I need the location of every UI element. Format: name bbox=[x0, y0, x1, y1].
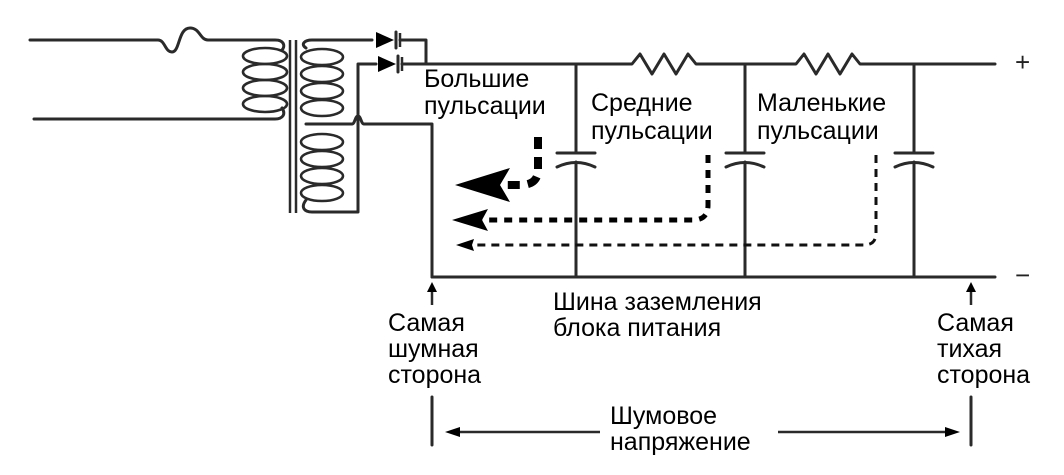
small-ripple-label-line1: Маленькие bbox=[757, 89, 886, 117]
minus-terminal-label: − bbox=[1015, 260, 1030, 290]
capacitor-1 bbox=[555, 62, 597, 279]
transformer-primary-coil bbox=[241, 46, 289, 114]
diode-2-icon bbox=[378, 56, 396, 72]
plus-terminal-label: + bbox=[1015, 47, 1030, 77]
right-arrow-icon bbox=[945, 427, 960, 437]
diode-1 bbox=[376, 30, 428, 66]
capacitor-3 bbox=[893, 62, 935, 279]
small-ripple-current-arrow bbox=[456, 155, 878, 251]
quietest-side-pointer bbox=[966, 282, 976, 305]
center-tap-lead bbox=[304, 114, 434, 279]
secondary-top-lead bbox=[301, 38, 374, 50]
small-ripple-label-line2: пульсации bbox=[757, 117, 879, 145]
noisiest-side-label-line2: шумная bbox=[388, 335, 479, 363]
quietest-side-label-line1: Самая bbox=[937, 309, 1014, 337]
large-ripple-label-line2: пульсации bbox=[424, 92, 546, 120]
medium-ripple-label-line1: Средние bbox=[591, 89, 693, 117]
medium-arrowhead-icon bbox=[452, 209, 488, 231]
noisiest-side-label-line1: Самая bbox=[388, 309, 465, 337]
noisiest-side-label-line3: сторона bbox=[388, 361, 481, 389]
noise-voltage-label-line2: напряжение bbox=[610, 428, 751, 456]
quietest-side-label-line3: сторона bbox=[937, 361, 1030, 389]
secondary-bottom-lead bbox=[301, 62, 378, 214]
up-arrow-icon bbox=[427, 282, 437, 292]
large-ripple-current-arrow bbox=[455, 137, 542, 202]
large-arrowhead-icon bbox=[455, 168, 510, 202]
mains-input bbox=[28, 26, 286, 121]
transformer-secondary-coil bbox=[299, 38, 434, 279]
medium-ripple-label-line2: пульсации bbox=[591, 117, 713, 145]
ground-bus-label-line2: блока питания bbox=[553, 314, 721, 342]
large-ripple-label-line1: Большие bbox=[424, 65, 529, 93]
mains-line-live bbox=[28, 26, 286, 54]
noisiest-side-pointer bbox=[427, 282, 437, 305]
quietest-side-label-line2: тихая bbox=[937, 335, 1002, 363]
diode-1-icon bbox=[376, 32, 394, 48]
capacitor-2 bbox=[724, 62, 766, 279]
small-arrowhead-icon bbox=[456, 239, 474, 251]
medium-ripple-current-arrow bbox=[452, 155, 711, 231]
noise-voltage-dimension bbox=[430, 395, 973, 447]
transformer-core bbox=[288, 40, 298, 213]
noise-voltage-label-line1: Шумовое bbox=[610, 402, 717, 430]
ground-bus-label-line1: Шина заземления bbox=[553, 288, 762, 316]
left-arrow-icon bbox=[445, 427, 460, 437]
up-arrow-icon bbox=[966, 282, 976, 292]
